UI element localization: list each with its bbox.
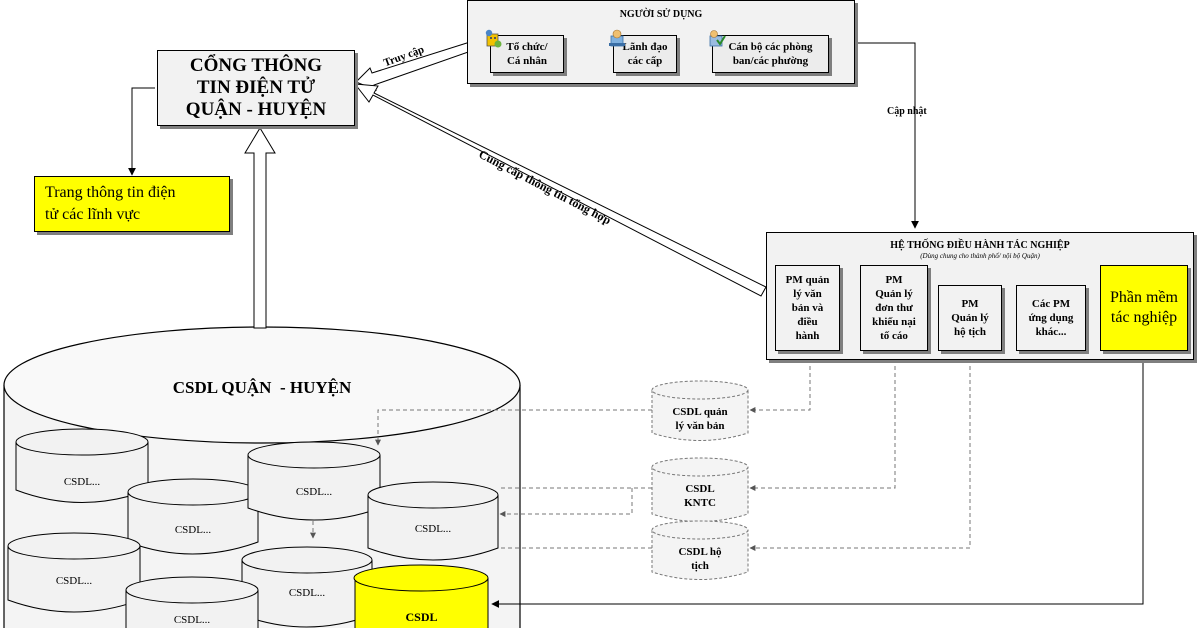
ext-db-2 [651,457,749,522]
inner-db-1-label: CSDL... [63,476,101,488]
specialized-to-db-connector [491,352,1144,608]
user-item-leader-line-2: các cấp [627,55,663,67]
external-db-cylinders [651,380,749,580]
ops-title: HỆ THỐNG ĐIỀU HÀNH TÁC NGHIỆP [890,240,1070,251]
ops-module-document-line-4: điều [797,316,818,328]
inner-db-2-label: CSDL... [174,524,212,536]
portal-line-2: TIN ĐIỆN TỬ [196,77,316,98]
ext-db-1-label: CSDL quản lý văn bản [652,405,748,433]
inner-db-7 [125,576,259,628]
ops-module-other-apps: Các PM ứng dụng khác... [1016,285,1086,351]
module3-to-extdb3 [749,352,971,551]
info-page-box: Trang thông tin điện tử các lĩnh vực [34,176,230,232]
ext-db-1-line-1: CSDL quản [672,406,728,418]
ops-module-specialized-line-2: tác nghiệp [1110,309,1178,326]
ops-module-document-line-3: bản và [791,302,824,314]
inner-db-4-label: CSDL... [414,523,452,535]
ops-module-document-line-5: hành [795,330,820,342]
staff-icon [709,30,726,47]
module1-to-extdb1 [749,352,811,413]
ops-module-civil-registry: PM Quản lý hộ tịch [938,285,1002,351]
ext-db-2-line-2: KNTC [684,497,716,509]
ops-module-complaints-line-4: khiếu nại [872,316,916,328]
user-item-staff-line-1: Cán bộ các phòng [728,41,813,53]
ops-module-civil-registry-line-1: PM [961,298,979,310]
user-item-staff-line-2: ban/các phường [732,55,809,67]
ops-module-complaints-line-1: PM [885,274,903,286]
ops-module-civil-registry-line-3: hộ tịch [953,326,987,338]
ops-module-complaints: PM Quản lý đơn thư khiếu nại tố cáo [860,265,928,351]
ext-db-1 [651,380,749,441]
ext-db-3-label: CSDL hộ tịch [652,545,748,573]
ops-module-specialized: Phần mềm tác nghiệp [1100,265,1188,351]
user-item-org-line-2: Cá nhân [506,55,548,67]
ops-module-document-line-2: lý văn [793,288,822,300]
module2-to-extdb2 [749,352,896,491]
inner-db-6-label: CSDL... [288,587,326,599]
inner-db-2 [127,478,259,555]
inner-db-7-label: CSDL... [173,614,211,626]
ops-module-document-line-1: PM quản [785,274,830,286]
inner-db-1 [15,428,149,503]
info-page-line-1: Trang thông tin điện [45,184,176,201]
extdb2-to-main-b [499,488,633,517]
portal-box: CỔNG THÔNG TIN ĐIỆN TỬ QUẬN - HUYỆN [157,50,355,126]
ext-db-3-line-2: tịch [691,560,709,572]
update-label: Cập nhật [887,106,927,117]
ext-db-3 [651,520,749,580]
ops-module-complaints-line-5: tố cáo [880,330,908,342]
db-to-portal-arrow [244,127,276,329]
user-item-leader: Lãnh đạo các cấp [609,29,677,73]
ext-db-1-line-2: lý văn bản [675,420,725,432]
user-item-org-line-1: Tổ chức/ [506,41,548,53]
ops-module-civil-registry-line-2: Quản lý [951,312,989,324]
specialized-db-cylinder [353,564,489,628]
ops-module-other-apps-line-1: Các PM [1031,298,1071,310]
leader-icon [609,29,625,47]
ops-module-specialized-line-1: Phần mềm [1110,289,1178,306]
update-connector [855,42,919,229]
users-title: NGƯỜI SỬ DỤNG [619,9,703,20]
portal-line-1: CỔNG THÔNG [189,55,323,76]
users-box: NGƯỜI SỬ DỤNG Tổ chức/ Cá nhân Lãnh đạo … [467,0,855,84]
ops-module-document: PM quản lý văn bản và điều hành [775,265,840,351]
user-item-leader-line-1: Lãnh đạo [622,41,668,53]
summary-arrow [353,83,767,297]
ext-db-2-label: CSDL KNTC [652,482,748,510]
specialized-db-label: CSDL [405,610,438,624]
user-item-staff: Cán bộ các phòng ban/các phường [709,30,829,73]
db-main-title: CSDL QUẬN - HUYỆN [172,378,352,397]
portal-line-3: QUẬN - HUYỆN [185,99,327,120]
inner-db-4 [367,481,499,561]
ext-db-3-line-1: CSDL hộ [678,546,722,558]
inner-db-5-label: CSDL... [55,575,93,587]
ext-db-2-line-1: CSDL [685,483,715,495]
inner-db-5 [7,532,141,613]
inner-db-cylinders [7,428,499,628]
inner-db-3 [247,441,381,521]
extdb1-to-main [375,409,652,446]
ops-subtitle: (Dùng chung cho thành phố/ nội bộ Quận) [920,252,1040,260]
ops-system-box: HỆ THỐNG ĐIỀU HÀNH TÁC NGHIỆP (Dùng chun… [766,232,1194,360]
inner-db-3-label: CSDL... [295,486,333,498]
ops-module-other-apps-line-3: khác... [1035,326,1067,338]
inner-db-6 [241,546,373,628]
info-page-line-2: tử các lĩnh vực [45,206,141,223]
user-item-org: Tổ chức/ Cá nhân [485,29,564,73]
portal-to-info-connector [128,87,155,176]
ops-module-complaints-line-3: đơn thư [875,302,913,314]
ops-module-complaints-line-2: Quản lý [875,288,913,300]
org-icon [485,29,502,48]
ops-module-other-apps-line-2: ứng dụng [1028,312,1074,324]
